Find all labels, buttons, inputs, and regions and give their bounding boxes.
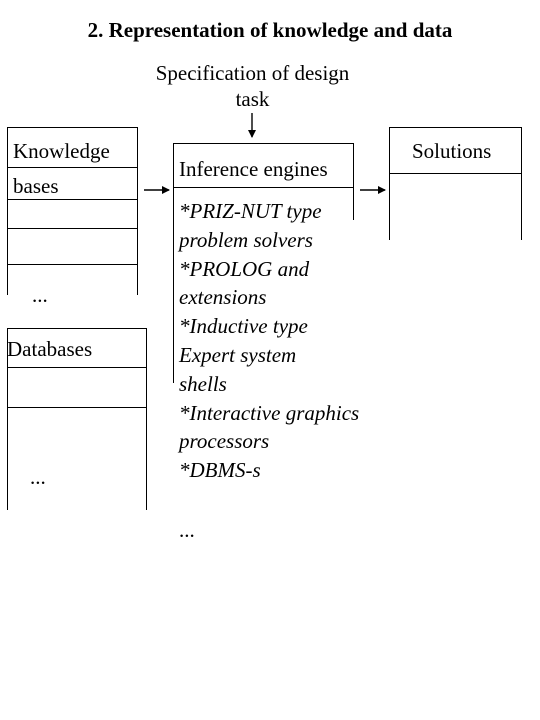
list-item: Expert system [179,342,297,367]
list-item: processors [179,429,270,454]
list-item: *Interactive graphics [179,400,360,425]
specification-line-2: task [235,87,270,111]
inference-engines-header: Inference engines [179,157,328,181]
list-item: *DBMS-s [179,458,261,483]
list-item: *PRIZ-NUT type [179,199,322,223]
knowledge-bases-ellipsis: ... [32,283,48,307]
databases-ellipsis: ... [30,465,46,489]
inference-engines-list: *PRIZ-NUT type problem solvers *PROLOG a… [179,197,359,485]
list-item: extensions [179,285,267,310]
specification-line-1: Specification of design [155,61,350,85]
list-item: problem solvers [179,227,313,252]
solutions-label: Solutions [412,139,492,163]
knowledge-bases-label-1: Knowledge [13,139,110,163]
knowledge-bases-label-2: bases [13,174,59,198]
specification-label: Specification of design task [130,60,375,112]
databases-label: Databases [7,337,93,361]
page-title: 2. Representation of knowledge and data [87,18,453,42]
list-item: *PROLOG and [179,256,310,281]
inference-engines-ellipsis: ... [179,518,195,542]
list-item: *Inductive type [179,314,308,339]
list-item: shells [179,371,227,396]
